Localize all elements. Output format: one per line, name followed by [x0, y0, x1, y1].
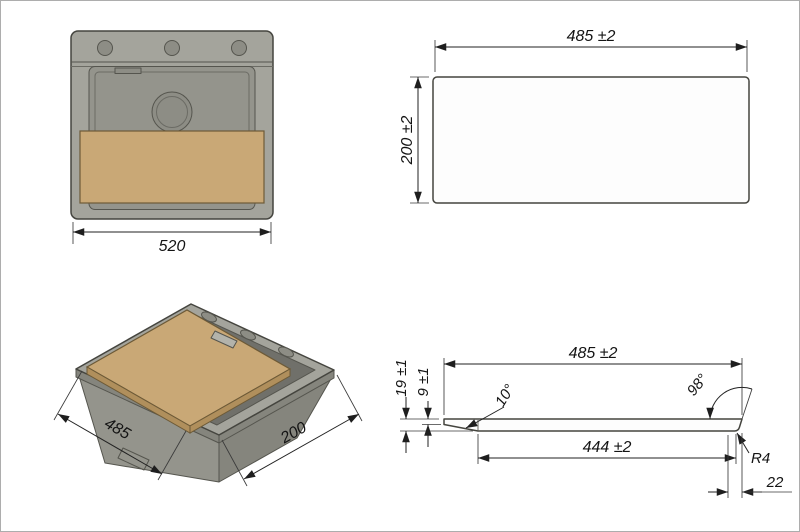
overflow-slot: [114, 67, 142, 74]
radius-leader-line: [736, 432, 750, 454]
board-profile-view: 485 ±2 19 ±1 9 ±1 10° 98° 444 ±2 R4 22: [393, 345, 792, 498]
front-view: 520: [70, 30, 274, 255]
angle-extension-line: [741, 388, 753, 420]
faucet-hole: [201, 311, 217, 323]
dimension-label-board-depth: 200 ±2: [399, 115, 416, 165]
cutting-board-top: [432, 76, 750, 204]
faucet-hole: [240, 329, 256, 341]
dimension-label-bottom-length: 444 ±2: [583, 439, 632, 456]
dimension-label-sink-width: 520: [159, 238, 186, 255]
drain-hole: [151, 91, 193, 133]
dimension-label-thickness: 19 ±1: [393, 359, 410, 396]
cutting-board-profile: [443, 418, 743, 432]
cutting-board-iso-edge: [189, 368, 291, 434]
cutting-board-front: [79, 130, 265, 204]
faucet-hole: [231, 40, 247, 56]
extension-line: [221, 439, 248, 487]
dimension-label-profile-length: 485 ±2: [569, 345, 618, 362]
extension-line: [336, 374, 363, 422]
angle-arc: [706, 386, 753, 420]
angle-leader-line: [465, 406, 505, 429]
dimension-line: [243, 413, 360, 480]
faucet-hole: [164, 40, 180, 56]
extension-line: [53, 370, 83, 421]
dimension-line: [57, 413, 163, 475]
dimension-label-edge-thickness: 9 ±1: [415, 367, 432, 396]
dimension-label-board-length: 485 ±2: [567, 28, 616, 45]
overflow-slot: [210, 330, 238, 349]
dimension-label-corner-radius: R4: [751, 450, 770, 467]
faucet-hole: [97, 40, 113, 56]
extension-line: [157, 430, 187, 481]
faucet-hole: [278, 346, 294, 358]
dimension-label-end-angle: 98°: [684, 371, 712, 399]
board-top-view: 485 ±2 200 ±2: [399, 28, 750, 204]
dimension-label-end-offset: 22: [766, 474, 784, 491]
isometric-view: 485 200: [53, 303, 363, 487]
dimension-label-bevel-angle: 10°: [492, 381, 518, 409]
drain-hole-inner: [156, 96, 188, 128]
